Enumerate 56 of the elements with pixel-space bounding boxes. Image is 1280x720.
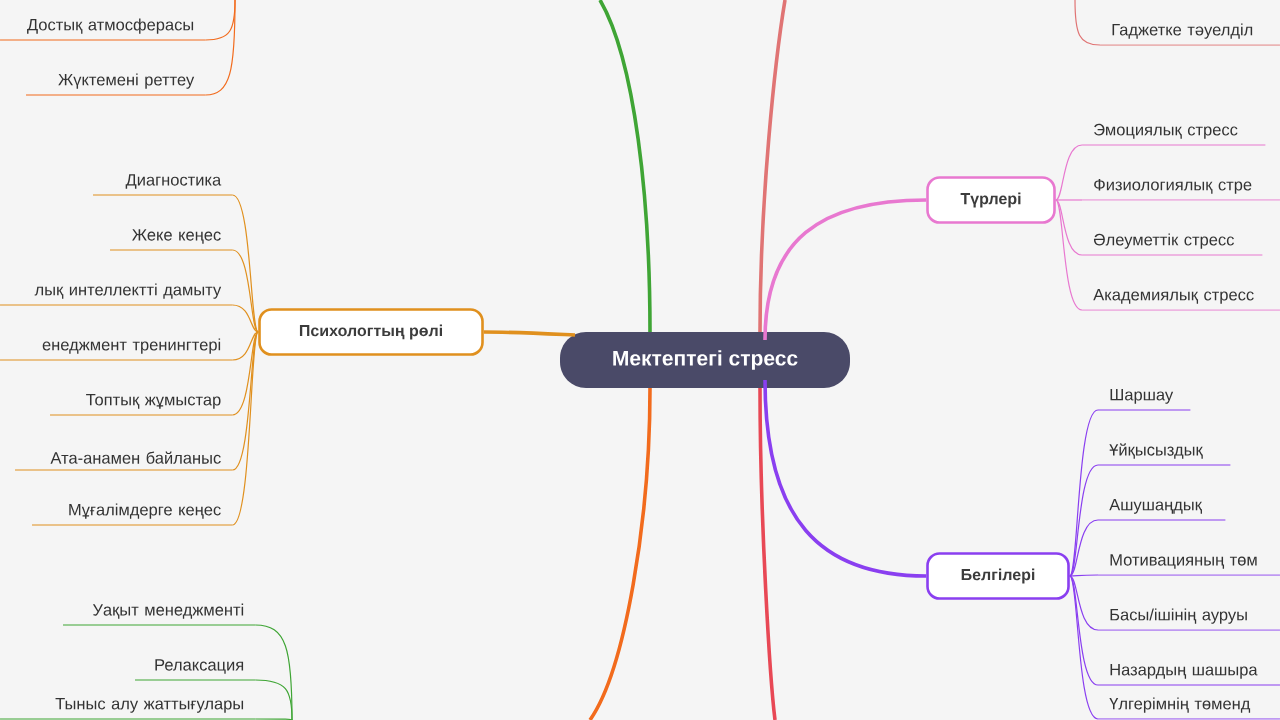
subtopic-label: Релаксация bbox=[134, 659, 256, 681]
topic-box: Психологтың рөлі bbox=[258, 308, 484, 356]
branch-line bbox=[758, 0, 787, 332]
topic-box: Түрлері bbox=[926, 176, 1056, 224]
branch-line bbox=[483, 330, 576, 337]
branch-line bbox=[231, 249, 259, 333]
subtopic-label: Мұғалімдерге кеңес bbox=[31, 503, 233, 526]
branch-line bbox=[231, 304, 259, 333]
branch-line bbox=[231, 331, 259, 416]
branch-line bbox=[231, 331, 259, 471]
subtopic-label: лық интеллектті дамыту bbox=[0, 283, 233, 306]
branch-line bbox=[254, 679, 293, 720]
subtopic-label: Әлеуметтік стресс bbox=[1081, 233, 1263, 256]
subtopic-label: Үлгерімнің төменд bbox=[1097, 697, 1280, 720]
subtopic-label: Назардың шашыра bbox=[1097, 664, 1280, 686]
branch-line bbox=[1069, 519, 1099, 577]
branch-line bbox=[1055, 199, 1083, 311]
subtopic-label: Топтық жұмыстар bbox=[49, 394, 233, 416]
branch-line bbox=[1069, 575, 1099, 720]
branch-line bbox=[231, 194, 259, 333]
branch-line bbox=[763, 379, 927, 578]
branch-line bbox=[231, 331, 259, 361]
branch-line bbox=[1069, 574, 1099, 577]
branch-line bbox=[1055, 199, 1083, 201]
branch-line bbox=[1074, 0, 1101, 46]
branch-line bbox=[588, 387, 652, 720]
subtopic-label: Гаджетке тәуелділ bbox=[1099, 23, 1280, 46]
subtopic-label: Физиологиялық стре bbox=[1081, 178, 1280, 201]
subtopic-label: Тыныс алу жаттығулары bbox=[0, 698, 256, 720]
branch-line bbox=[254, 718, 293, 720]
branch-line bbox=[763, 198, 927, 341]
subtopic-label: Жеке кеңес bbox=[109, 229, 233, 251]
subtopic-label: Ашушаңдық bbox=[1097, 499, 1226, 521]
subtopic-label: Ата-анамен байланыс bbox=[14, 451, 233, 471]
subtopic-label: Жүктемені реттеу bbox=[25, 73, 206, 96]
branch-line bbox=[1069, 575, 1099, 631]
branch-line bbox=[1055, 199, 1083, 256]
branch-line bbox=[598, 0, 652, 332]
subtopic-label: Басы/ішінің ауруы bbox=[1097, 608, 1280, 631]
subtopic-label: Академиялық стресс bbox=[1081, 289, 1280, 311]
subtopic-label: енеджмент тренингтері bbox=[0, 338, 233, 361]
subtopic-label: Достық атмосферасы bbox=[0, 18, 206, 41]
subtopic-label: Шаршау bbox=[1097, 389, 1191, 411]
branch-line bbox=[231, 331, 259, 526]
subtopic-label: Уақыт менеджменті bbox=[62, 603, 256, 626]
topic-box: Белгілері bbox=[926, 552, 1070, 600]
subtopic-label: Диагностика bbox=[92, 174, 233, 196]
branch-line bbox=[1069, 409, 1099, 577]
branch-line bbox=[1069, 464, 1099, 577]
subtopic-label: Ұйқысыздық bbox=[1097, 443, 1231, 466]
subtopic-label: Мотивацияның төм bbox=[1097, 554, 1280, 576]
branch-line bbox=[758, 387, 777, 720]
branch-line bbox=[1055, 144, 1083, 201]
central-topic: Мектептегі стресс bbox=[560, 332, 850, 388]
branch-line bbox=[204, 0, 236, 96]
subtopic-label: Эмоциялық стресс bbox=[1081, 123, 1266, 146]
